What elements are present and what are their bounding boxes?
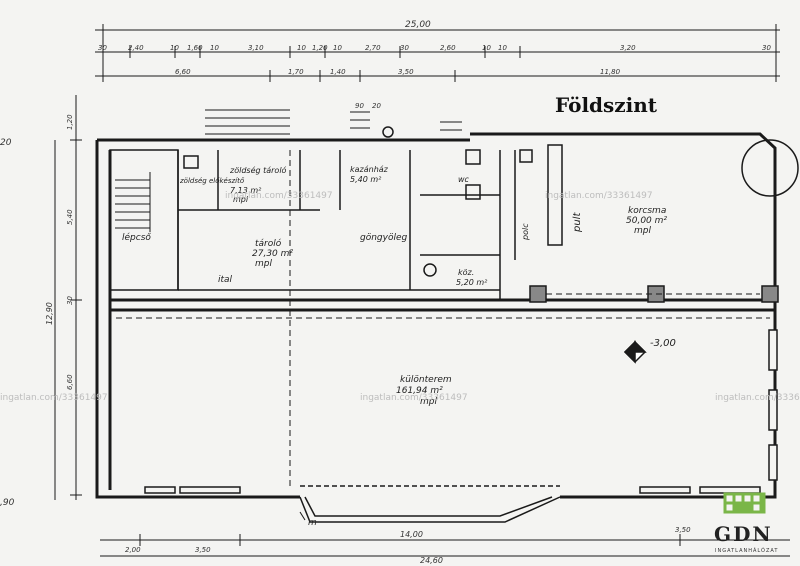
page-title: Földszint [555,93,658,117]
watermark-4: ingatlan.com/33361497 [715,393,800,403]
label-mpl-2: mpl [255,259,272,269]
dim-left-120: 1,20 [66,114,74,130]
dim-r2-1: 1,70 [288,68,304,76]
dim-r1-12: 10 [482,44,491,52]
dim-r1-13: 10 [498,44,507,52]
label-koz: köz. [458,268,474,277]
label-mpl-4: mpl [420,397,437,407]
logo-tag: INGATLANHÁLÓZAT [715,548,779,554]
dim-left-30: 30 [66,296,74,305]
dim-r1-2: 10 [170,44,179,52]
label-gangyoleg: göngyöleg [360,233,408,243]
label-m: m [308,518,317,528]
dim-bottom-total: 24,60 [420,556,443,565]
dim-r2-2: 1,40 [330,68,346,76]
dim-left-660: 6,60 [66,374,74,390]
label-korcsma: korcsma [628,206,666,216]
label-wc: wc [458,175,470,184]
dim-r1-5: 3,10 [248,44,264,52]
label-ital: ital [218,275,233,285]
dim-left-540: 5,40 [66,209,74,225]
dim-r1-0: 30 [98,44,107,52]
dim-r1-7: 1,20 [312,44,328,52]
label-tarolo: tároló [255,238,282,249]
dim-r1-8: 10 [333,44,342,52]
dim-edge-20: 20 [0,138,12,148]
watermark-2: ingatlan.com/33361497 [0,393,108,403]
dim-r2-3: 3,50 [398,68,414,76]
dim-r1-1: 2,40 [128,44,144,52]
dim-left-total: 12,90 [45,302,54,325]
label-kazanhaz-area: 5,40 m² [350,175,382,184]
label-mpl-3: mpl [634,226,651,236]
dim-bottom-2: 3,50 [675,526,691,534]
label-zoldseg-tarolo-area: 7,13 m² [230,186,262,195]
dim-r1-9: 2,70 [365,44,381,52]
dim-r2-0: 6,60 [175,68,191,76]
label-korcsma-area: 50,00 m² [626,216,667,226]
label-kulonterem: különterem [400,375,452,385]
label-level: -3,00 [650,338,676,349]
dim-top-20: 20 [372,102,381,110]
watermark-5: ingatlan.com/33361497 [225,191,333,201]
dim-r1-15: 30 [762,44,771,52]
dim-r1-11: 2,60 [440,44,456,52]
label-polc: polc [521,223,530,241]
dim-top-90: 90 [355,102,364,110]
dim-edge-90: ,90 [0,498,15,508]
dim-r2-4: 11,80 [600,68,621,76]
dim-bottom-0: 2,00 [125,546,141,554]
dim-r1-4: 10 [210,44,219,52]
watermark-3: ingatlan.com/33361497 [360,393,468,403]
dim-r1-10: 30 [400,44,409,52]
label-kulonterem-area: 161,94 m² [396,386,443,396]
dim-total-top: 25,00 [405,20,431,30]
dim-r1-14: 3,20 [620,44,636,52]
label-pult: pult [572,212,583,233]
label-zoldseg-eloker: zöldség előkészítő [179,176,245,185]
label-kazanhaz: kazánház [350,165,389,174]
label-mpl-1: mpl [233,195,249,204]
dim-r1-3: 1,60 [187,44,203,52]
gdn-logo-icon [723,492,766,514]
label-lepcso: lépcső [122,232,151,243]
watermark-1: ingatlan.com/33361497 [545,191,653,201]
label-tarolo-area: 27,30 m² [252,249,293,259]
dim-bottom-14: 14,00 [400,530,423,539]
dim-r1-6: 10 [297,44,306,52]
logo-name: GDN [714,522,773,546]
dim-bottom-1: 3,50 [195,546,211,554]
label-zoldseg-tarolo: zöldség tároló [229,165,287,175]
label-koz-area: 5,20 m² [456,278,488,287]
